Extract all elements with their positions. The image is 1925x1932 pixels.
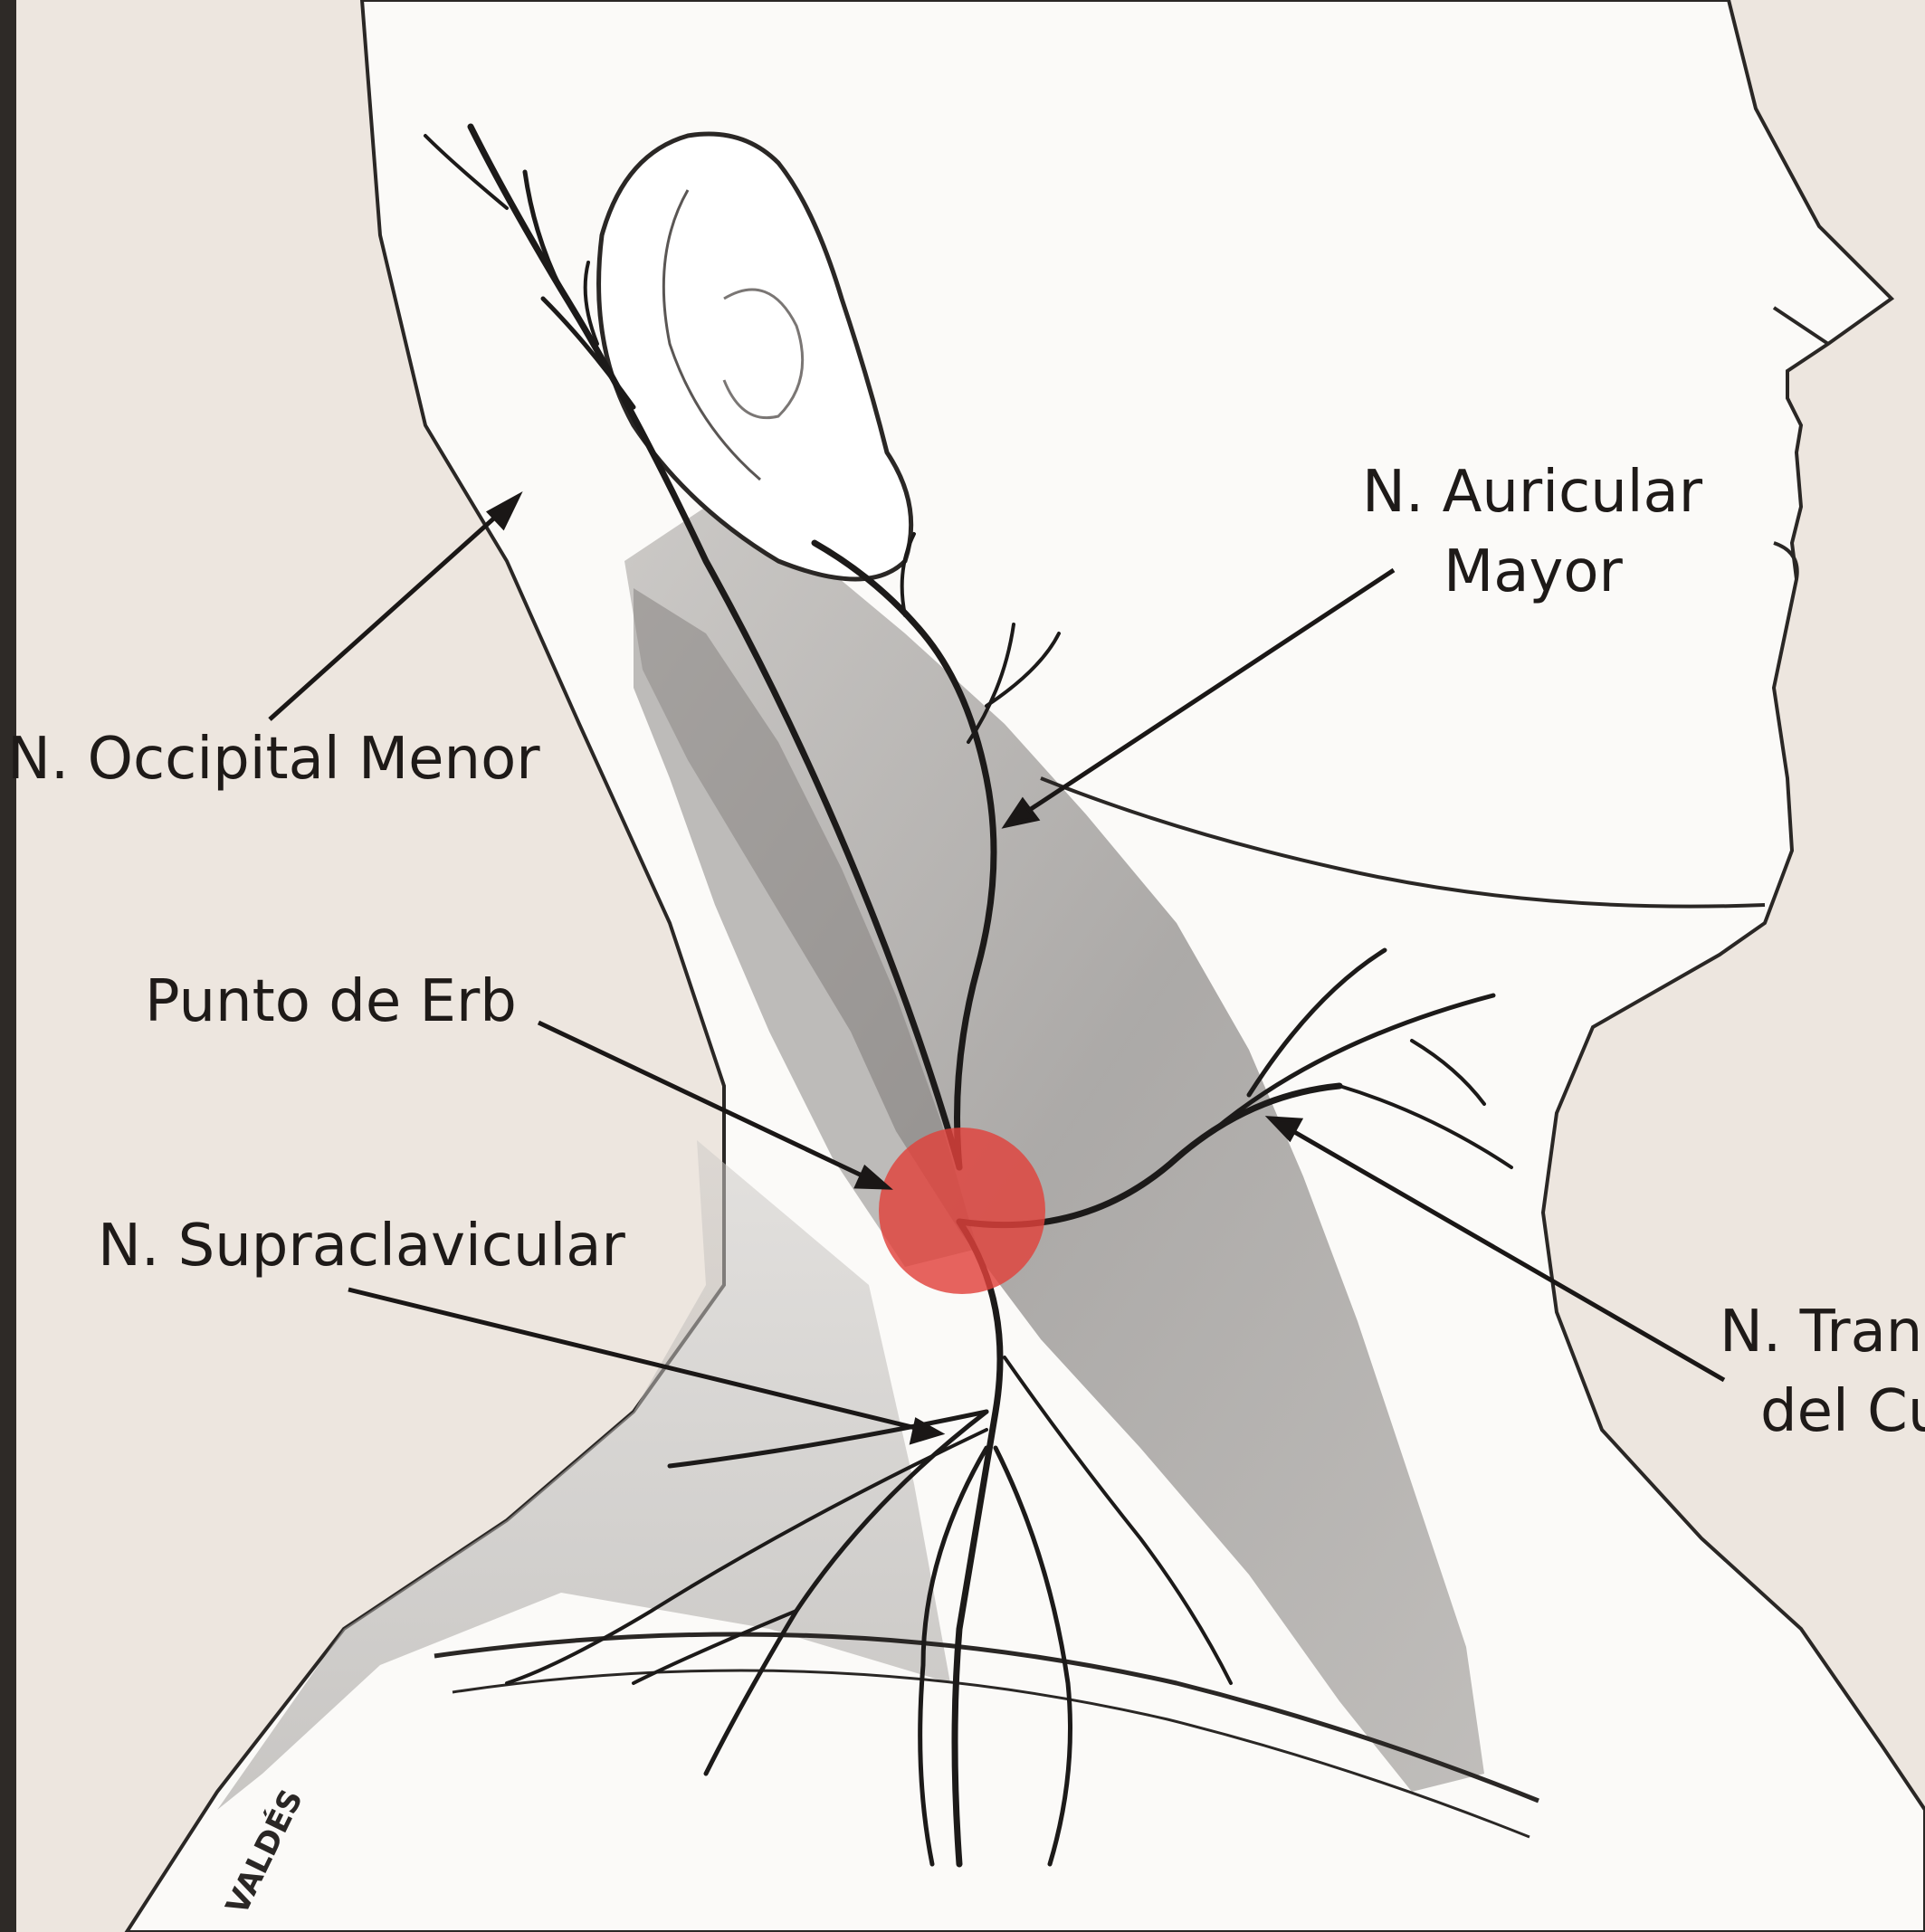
label-transverso-line1: N. Trans	[1720, 1292, 1925, 1372]
label-occipital-menor: N. Occipital Menor	[7, 719, 540, 799]
arrow-occipital-menor	[270, 507, 507, 719]
erb-point-marker	[879, 1128, 1045, 1294]
label-transverso-line2: del Cu	[1760, 1372, 1925, 1451]
label-auricular-mayor-line2: Mayor	[1444, 532, 1623, 612]
label-punto-de-erb: Punto de Erb	[145, 962, 517, 1042]
label-auricular-mayor-line1: N. Auricular	[1362, 452, 1702, 532]
label-supraclavicular: N. Supraclavicular	[98, 1206, 625, 1286]
